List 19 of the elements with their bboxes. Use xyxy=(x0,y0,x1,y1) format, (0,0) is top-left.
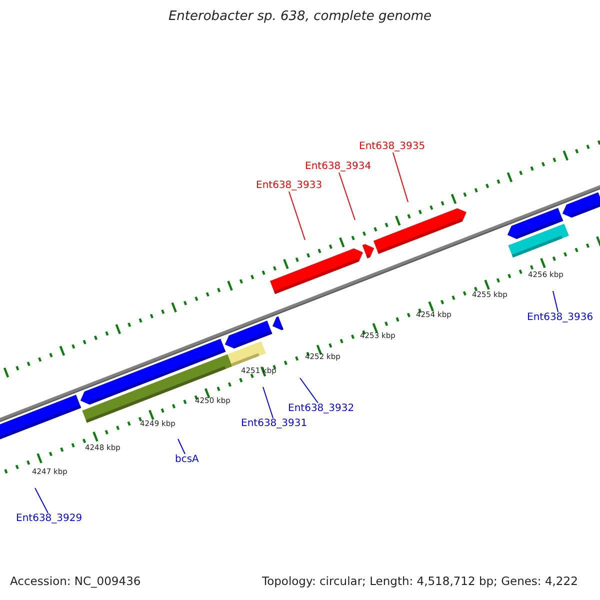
leader-line xyxy=(392,152,408,202)
leader-line xyxy=(552,290,558,312)
footer-text: Topology: circular; Length: 4,518,712 bp; Genes: 4,222 xyxy=(262,575,578,588)
leader-line xyxy=(34,488,48,514)
leader-line xyxy=(288,191,306,240)
gene-label: Ent638_3929 xyxy=(16,513,82,524)
leader-line xyxy=(178,438,186,454)
leader-line xyxy=(338,172,356,220)
footer-text: Accession: NC_009436 xyxy=(10,575,141,588)
gene-label: Ent638_3933 xyxy=(256,180,322,192)
gene-label: Ent638_3934 xyxy=(305,161,372,172)
gene-label: Ent638_3935 xyxy=(359,141,426,152)
leader-line xyxy=(262,386,274,418)
gene-label: Ent638_3932 xyxy=(288,403,354,414)
title: Enterobacter sp. 638, complete genome xyxy=(167,9,433,24)
gene-label: Ent638_3931 xyxy=(241,418,308,430)
gene-label: bcsA xyxy=(175,454,199,466)
leader-line xyxy=(300,378,318,404)
gene-label: Ent638_3936 xyxy=(527,312,594,324)
